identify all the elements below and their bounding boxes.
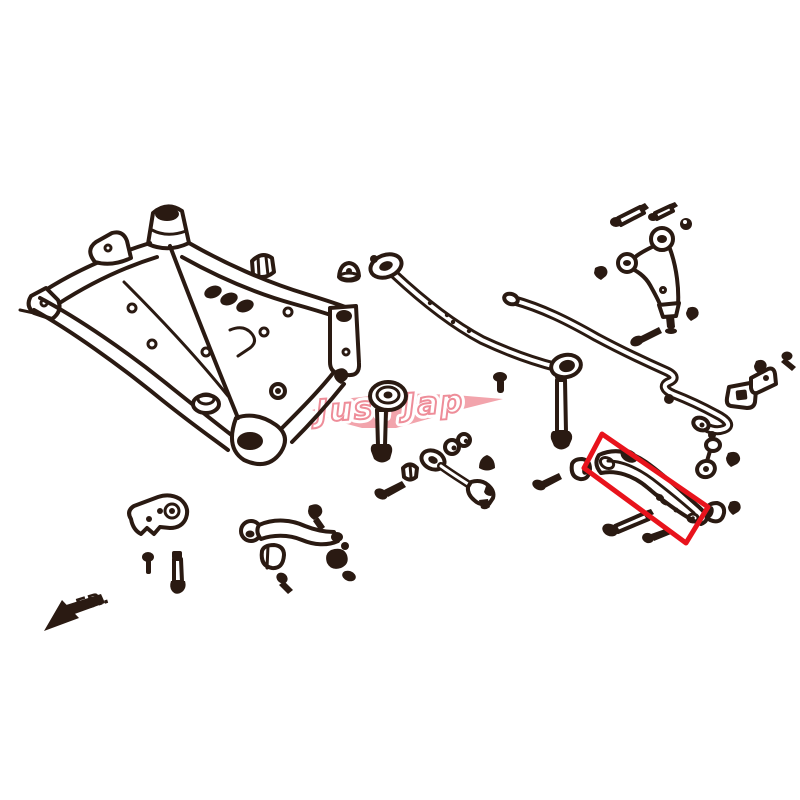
mounting-bracket-plate — [127, 493, 190, 536]
bolt — [374, 481, 406, 500]
small-bolt — [142, 552, 154, 574]
stabilizer-bushing-bracket — [724, 359, 778, 410]
bolt — [532, 473, 562, 491]
half-bushing — [401, 462, 419, 482]
highlight-box — [581, 431, 711, 546]
stabilizer-bar — [502, 291, 734, 436]
fr-direction-arrow-icon — [44, 594, 105, 631]
long-bolt — [170, 551, 186, 594]
nut — [664, 394, 674, 404]
nut — [726, 451, 741, 467]
bushing-sleeve — [250, 253, 276, 279]
small-bolt — [334, 368, 349, 384]
nut — [728, 500, 741, 515]
bushing — [704, 501, 727, 524]
rear-subframe — [18, 204, 362, 467]
nut — [686, 306, 699, 321]
bolt — [610, 203, 649, 227]
nut — [443, 438, 461, 456]
rear-camber-arm — [239, 504, 356, 582]
nut — [594, 266, 608, 280]
bolt — [276, 572, 293, 594]
watermark-banner — [312, 393, 503, 428]
cone-washer — [337, 261, 361, 283]
toe-link — [419, 448, 496, 510]
rear-upper-control-arm — [616, 226, 681, 334]
long-bolt — [550, 371, 573, 450]
stabilizer-end-link — [695, 431, 722, 480]
nut — [680, 218, 692, 230]
fr-label: FR. — [73, 587, 111, 617]
front-lateral-rod — [368, 252, 583, 380]
washer-and-bolt — [368, 380, 408, 463]
bolt — [630, 327, 662, 347]
bolt — [602, 509, 654, 537]
small-bolt — [493, 372, 507, 393]
bolt — [648, 202, 678, 221]
small-bolt — [781, 351, 796, 371]
nut — [456, 432, 472, 448]
